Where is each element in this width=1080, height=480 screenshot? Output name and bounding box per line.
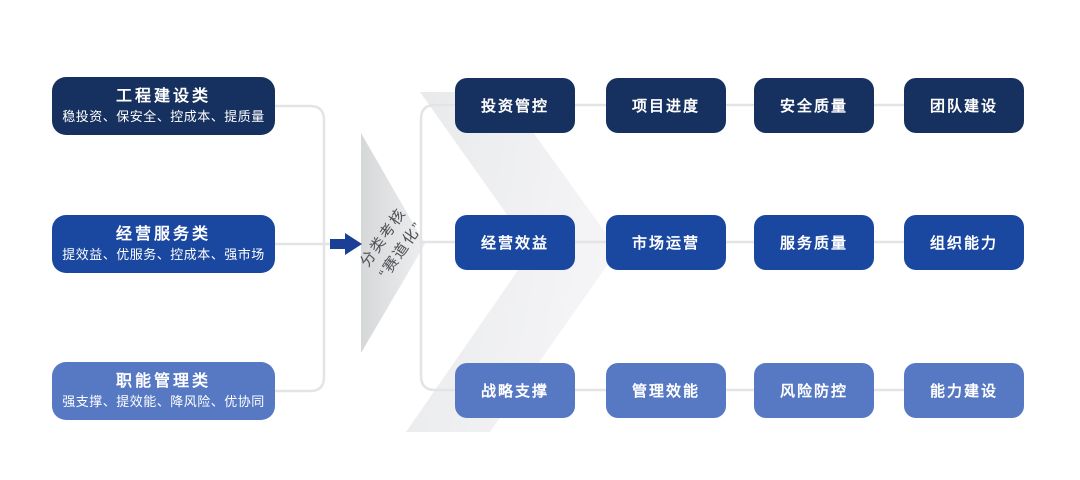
category-title: 职能管理类 — [115, 373, 211, 390]
matrix-box: 经营效益 — [455, 215, 575, 270]
left-bracket-connector — [273, 104, 332, 393]
category-subtitle: 提效益、优服务、控成本、强市场 — [62, 247, 265, 262]
matrix-box: 管理效能 — [606, 363, 726, 418]
matrix-box: 安全质量 — [754, 78, 874, 133]
matrix-box: 战略支撑 — [455, 363, 575, 418]
matrix-box: 能力建设 — [904, 363, 1024, 418]
category-subtitle: 强支撑、提效能、降风险、优协同 — [62, 394, 265, 409]
category-title: 经营服务类 — [115, 226, 211, 243]
matrix-box: 服务质量 — [754, 215, 874, 270]
matrix-box: 团队建设 — [904, 78, 1024, 133]
matrix-box: 风险防控 — [754, 363, 874, 418]
category-title: 工程建设类 — [115, 88, 211, 105]
matrix-box: 组织能力 — [904, 215, 1024, 270]
category-box: 经营服务类 提效益、优服务、控成本、强市场 — [52, 215, 275, 273]
category-box: 职能管理类 强支撑、提效能、降风险、优协同 — [52, 362, 275, 420]
matrix-box: 市场运营 — [606, 215, 726, 270]
category-subtitle: 稳投资、保安全、控成本、提质量 — [62, 109, 265, 124]
flow-arrow-icon — [330, 233, 362, 255]
category-box: 工程建设类 稳投资、保安全、控成本、提质量 — [52, 77, 275, 135]
matrix-box: 项目进度 — [606, 78, 726, 133]
matrix-box: 投资管控 — [455, 78, 575, 133]
right-bracket-connector — [419, 103, 457, 392]
triangle-watermark-icon — [361, 133, 425, 353]
chevron-watermark-icon — [406, 92, 618, 432]
